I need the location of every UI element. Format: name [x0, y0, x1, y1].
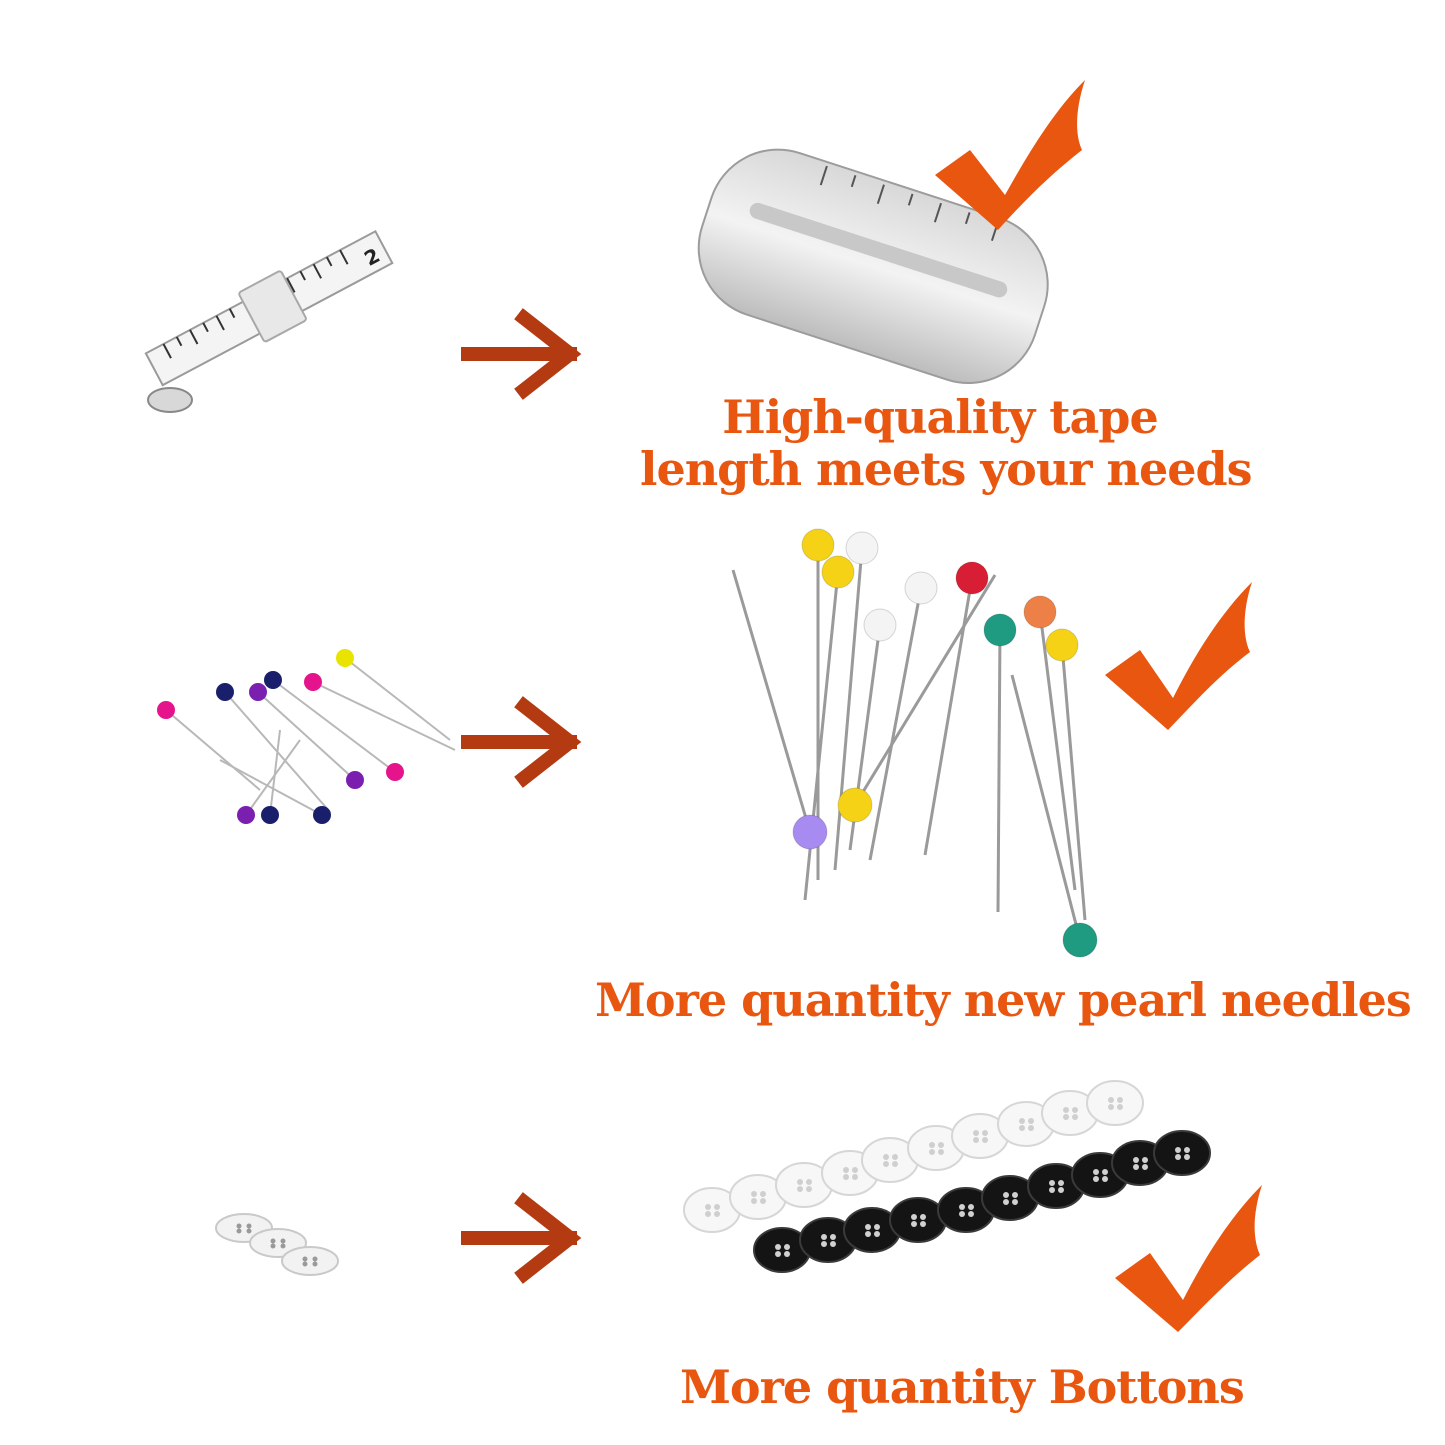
- caption-tape: High-quality tape length meets your need…: [640, 390, 1253, 496]
- caption-tape-line-1: High-quality tape: [722, 390, 1158, 444]
- small-tape-number: 2: [360, 243, 384, 271]
- caption-tape-line-2: length meets your needs: [640, 441, 1253, 496]
- caption-buttons: More quantity Bottons: [680, 1360, 1245, 1414]
- caption-pins-line-1: More quantity new pearl needles: [595, 973, 1412, 1027]
- caption-buttons-line-1: More quantity Bottons: [680, 1360, 1245, 1414]
- caption-pins: More quantity new pearl needles: [595, 973, 1412, 1027]
